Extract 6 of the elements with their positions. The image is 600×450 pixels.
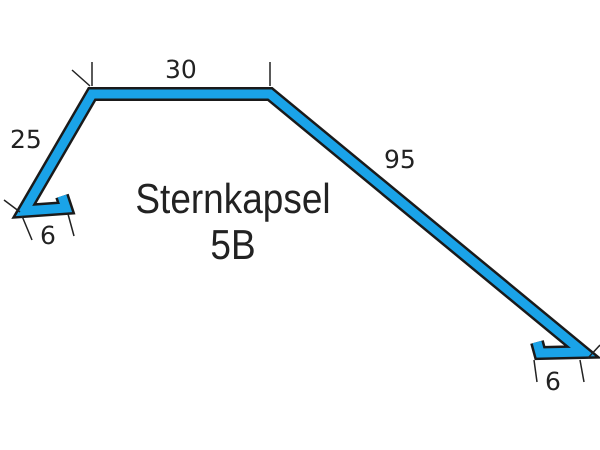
profile-title: Sternkapsel 5B [134,176,332,268]
dimension-label: 6 [545,369,561,394]
dimension-label: 25 [10,127,42,152]
dimension-label: 30 [165,57,197,82]
dimension-label: 95 [384,147,416,172]
dimension-label: 6 [40,223,56,248]
